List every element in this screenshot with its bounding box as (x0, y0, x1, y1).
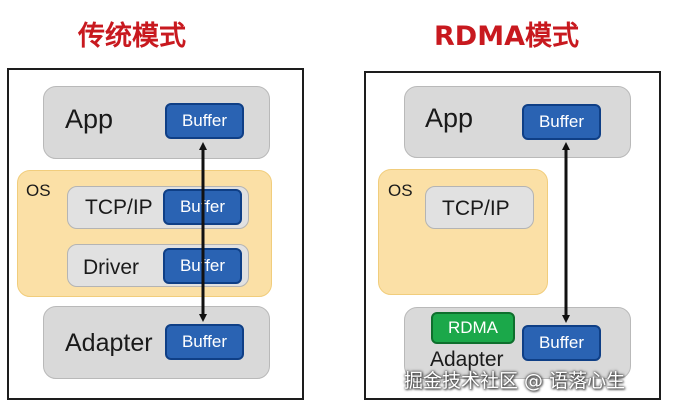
left-driver-label: Driver (83, 256, 139, 279)
watermark: 掘金技术社区 @ 语落心生 (404, 370, 626, 392)
rdma-mode-title: RDMA模式 (434, 21, 579, 52)
right-tcpip-label: TCP/IP (442, 197, 510, 220)
left-tcpip-label: TCP/IP (85, 196, 153, 219)
left-os-label: OS (26, 181, 51, 200)
right-tcpip-box (425, 186, 534, 229)
left-app-buffer: Buffer (165, 103, 244, 139)
left-adapter-buffer: Buffer (165, 324, 244, 360)
right-app-buffer: Buffer (522, 104, 601, 140)
right-os-label: OS (388, 181, 413, 200)
right-adapter-label: Adapter (430, 348, 504, 371)
rdma-badge: RDMA (431, 312, 515, 344)
left-app-label: App (65, 104, 114, 134)
right-app-label: App (425, 103, 474, 133)
traditional-mode-title: 传统模式 (78, 21, 186, 52)
right-adapter-buffer: Buffer (522, 325, 601, 361)
left-adapter-label: Adapter (65, 329, 153, 357)
